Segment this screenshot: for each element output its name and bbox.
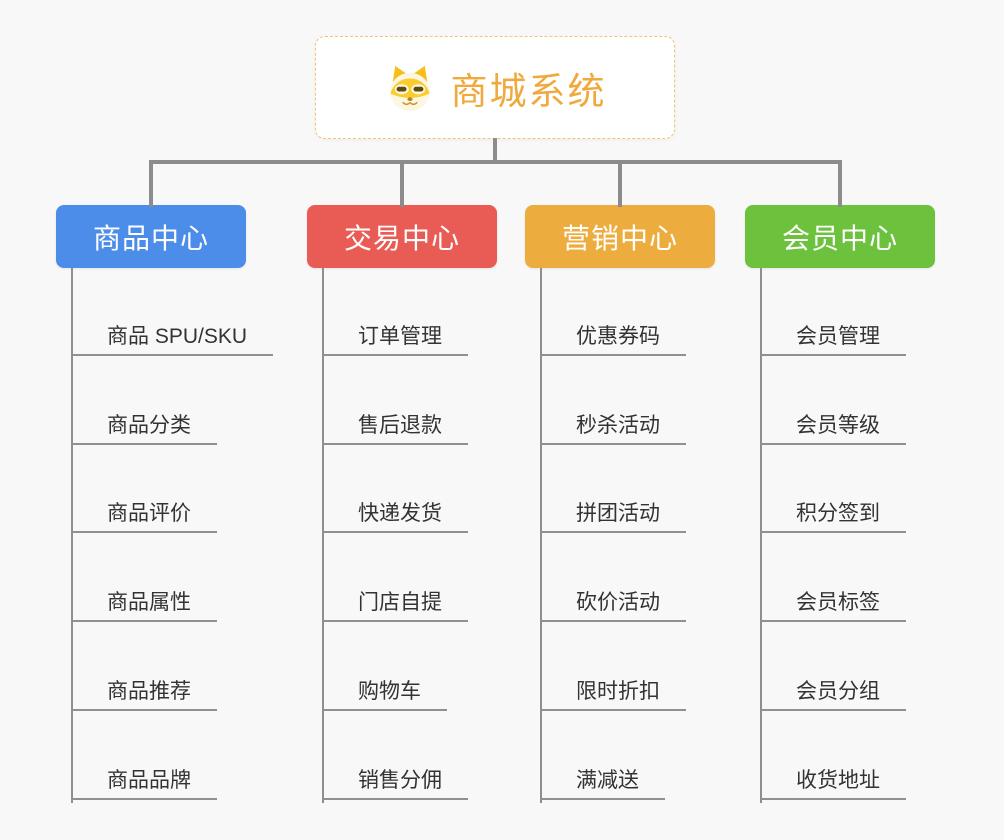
branch-leaves: 商品 SPU/SKU 商品分类商品评价商品属性商品推荐商品品牌 [56,205,274,815]
branch-column: 营销中心 优惠券码秒杀活动拼团活动砍价活动限时折扣满减送 [525,205,715,815]
leaf-topic[interactable]: 会员管理 [760,320,906,356]
leaf-topic[interactable]: 订单管理 [322,320,468,356]
leaf-topic[interactable]: 快递发货 [322,497,468,534]
branch-header[interactable]: 商品中心 [56,205,246,268]
leaf-topic[interactable]: 秒杀活动 [540,409,686,445]
branch-leaves: 订单管理售后退款快递发货门店自提购物车销售分佣 [307,205,497,815]
connector-drop-line [838,160,842,207]
leaf-topic[interactable]: 拼团活动 [540,497,686,534]
branch-trunk-line [71,268,73,803]
leaf-topic[interactable]: 销售分佣 [322,764,468,800]
leaf-topic[interactable]: 砍价活动 [540,586,686,623]
leaf-topic[interactable]: 购物车 [322,675,447,711]
root-node[interactable]: 商城系统 [315,36,675,139]
leaf-topic[interactable]: 商品推荐 [71,675,217,711]
connector-horizontal-bar [149,160,842,164]
connector-root-stem [493,138,497,164]
leaf-topic[interactable]: 会员等级 [760,409,906,445]
connector-drop-line [400,160,404,207]
branch-leaves: 会员管理会员等级积分签到会员标签会员分组收货地址 [745,205,935,815]
leaf-topic[interactable]: 商品 SPU/SKU [71,320,274,356]
connector-drop-line [618,160,622,207]
branch-trunk-line [760,268,762,803]
branch-trunk-line [322,268,324,803]
root-title: 商城系统 [450,70,607,112]
leaf-topic[interactable]: 会员标签 [760,586,906,623]
leaf-topic[interactable]: 售后退款 [322,409,468,445]
leaf-topic[interactable]: 优惠券码 [540,320,686,356]
branch-column: 商品中心 商品 SPU/SKU 商品分类商品评价商品属性商品推荐商品品牌 [56,205,274,815]
leaf-topic[interactable]: 满减送 [540,764,665,800]
leaf-topic[interactable]: 商品分类 [71,409,217,445]
leaf-topic[interactable]: 门店自提 [322,586,468,623]
doge-face-icon [384,63,436,112]
branch-leaves: 优惠券码秒杀活动拼团活动砍价活动限时折扣满减送 [525,205,715,815]
leaf-topic[interactable]: 商品品牌 [71,764,217,800]
leaf-topic[interactable]: 商品属性 [71,586,217,623]
connector-drop-line [149,160,153,207]
branch-trunk-line [540,268,542,803]
branch-header[interactable]: 会员中心 [745,205,935,268]
branch-header[interactable]: 营销中心 [525,205,715,268]
branch-header[interactable]: 交易中心 [307,205,497,268]
leaf-topic[interactable]: 会员分组 [760,675,906,711]
branch-column: 会员中心 会员管理会员等级积分签到会员标签会员分组收货地址 [745,205,935,815]
leaf-topic[interactable]: 商品评价 [71,497,217,534]
leaf-topic[interactable]: 限时折扣 [540,675,686,711]
branch-column: 交易中心 订单管理售后退款快递发货门店自提购物车销售分佣 [307,205,497,815]
leaf-topic[interactable]: 积分签到 [760,497,906,534]
leaf-topic[interactable]: 收货地址 [760,764,906,800]
